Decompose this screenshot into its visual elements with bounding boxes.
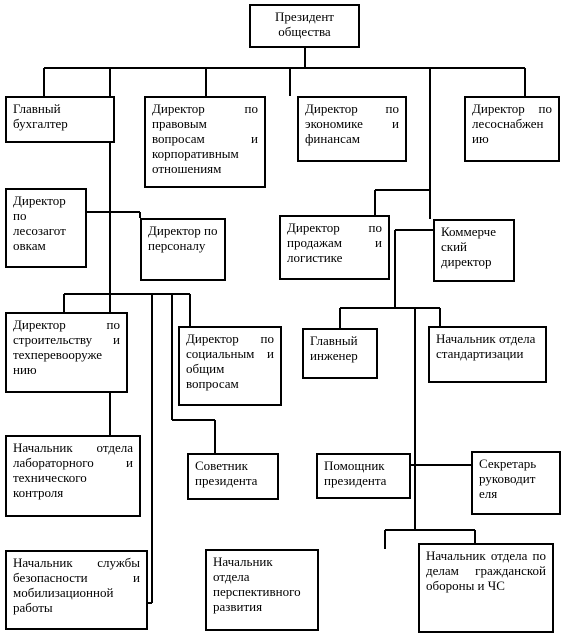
node-head-secretary: Секретарь руководит еля	[471, 451, 561, 515]
node-hr-director: Директор по персоналу	[140, 218, 226, 281]
node-president-assistant: Помощник президента	[316, 453, 411, 499]
node-security-head: Начальник службы безопасности и мобилиза…	[5, 550, 148, 630]
node-construction-director: Директор по строительству и техперевоору…	[5, 312, 128, 393]
node-commercial-director: Коммерче ский директор	[433, 219, 515, 282]
node-economics-director: Директор по экономике и финансам	[297, 96, 407, 162]
node-logging-director: Директор по лесозагот овкам	[5, 188, 87, 268]
node-standardization-head: Начальник отдела стандартизации	[428, 326, 547, 383]
node-chief-accountant: Главный бухгалтер	[5, 96, 115, 143]
node-president-advisor: Советник президента	[187, 453, 279, 500]
node-sales-director: Директор по продажам и логистике	[279, 215, 390, 280]
node-civil-defense-head: Начальник отдела по делам гражданской об…	[418, 543, 554, 633]
node-social-director: Директор по социальным и общим вопросам	[178, 326, 282, 406]
node-chief-engineer: Главный инженер	[302, 328, 378, 379]
node-lab-control-head: Начальник отдела лабораторного и техниче…	[5, 435, 141, 517]
node-president: Президент общества	[249, 4, 360, 48]
node-legal-director: Директор по правовым вопросам и корпорат…	[144, 96, 266, 188]
node-forest-supply-director: Директор по лесоснабжен ию	[464, 96, 560, 162]
node-planning-head: Начальник отдела перспективного развития	[205, 549, 319, 631]
